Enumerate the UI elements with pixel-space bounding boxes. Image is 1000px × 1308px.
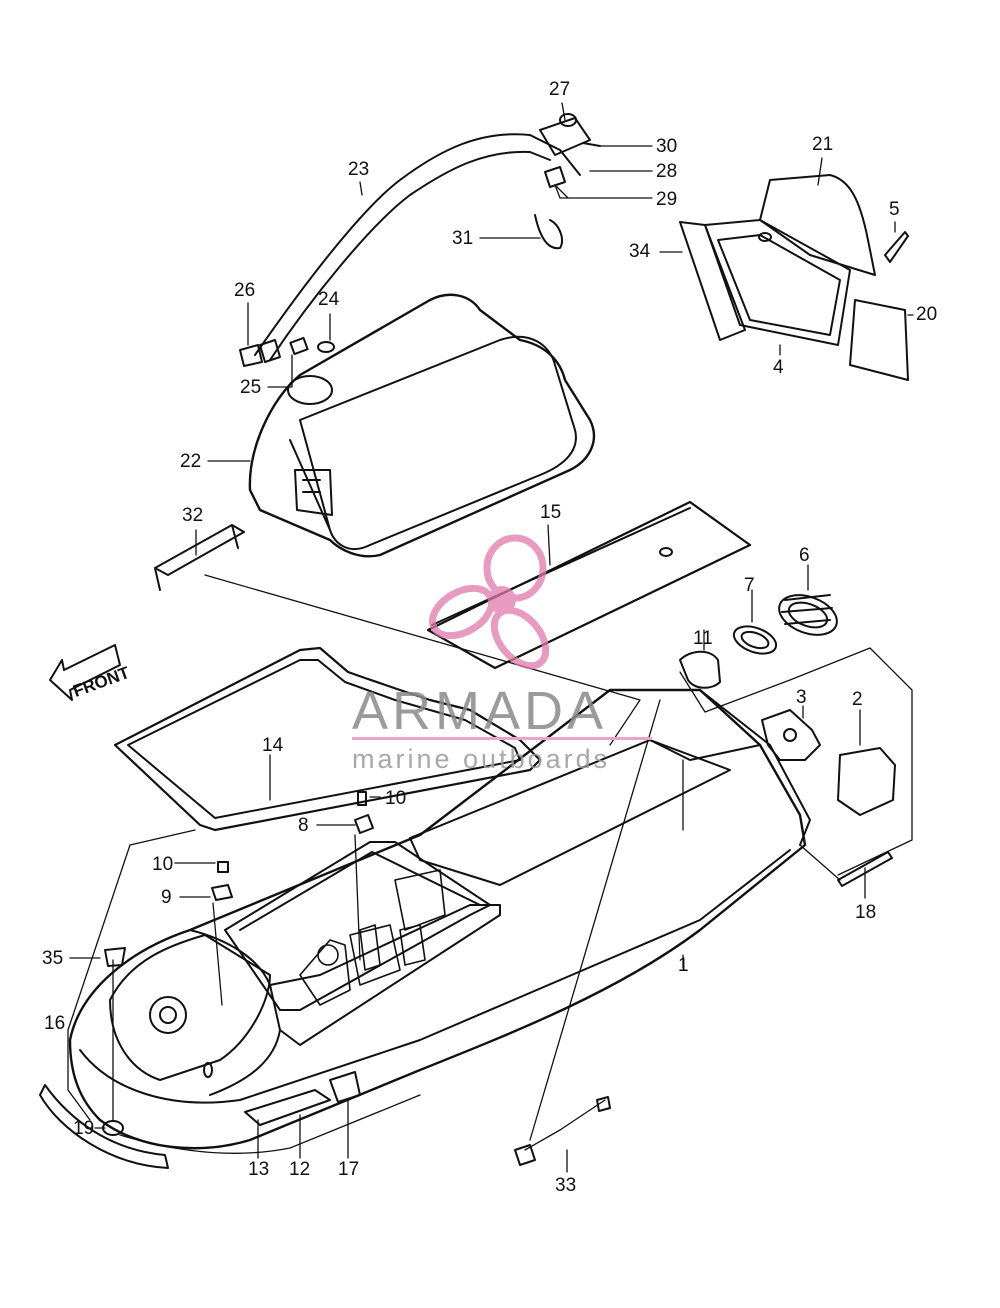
callout-5: 5 bbox=[889, 199, 900, 220]
callout-14: 14 bbox=[262, 735, 284, 756]
callout-8: 8 bbox=[298, 815, 309, 836]
callout-28: 28 bbox=[656, 161, 678, 182]
callout-34: 34 bbox=[629, 241, 651, 262]
callout-10b: 10 bbox=[385, 788, 407, 809]
callout-13: 13 bbox=[248, 1159, 270, 1180]
front-arrow bbox=[49, 644, 121, 701]
callout-32: 32 bbox=[182, 505, 204, 526]
callout-10a: 10 bbox=[152, 854, 174, 875]
watermark-title: ARMADA bbox=[352, 681, 608, 741]
watermark-subtitle: marine outboards bbox=[352, 744, 611, 774]
fasteners-top bbox=[289, 113, 601, 356]
callout-19: 19 bbox=[73, 1118, 95, 1139]
engine-cover bbox=[248, 293, 596, 558]
cover-panel-parts bbox=[679, 174, 909, 381]
callout-1: 1 bbox=[678, 955, 689, 976]
callout-2: 2 bbox=[852, 689, 863, 710]
callout-4: 4 bbox=[773, 357, 784, 378]
callout-35: 35 bbox=[42, 948, 64, 969]
leader-lines bbox=[67, 102, 914, 1173]
callout-29: 29 bbox=[656, 189, 678, 210]
callout-6: 6 bbox=[799, 545, 810, 566]
callout-11: 11 bbox=[693, 628, 713, 649]
deck-mat bbox=[426, 500, 752, 670]
callout-3: 3 bbox=[796, 687, 807, 708]
callout-24: 24 bbox=[318, 289, 340, 310]
callout-27: 27 bbox=[549, 79, 571, 100]
watermark-logo-icon bbox=[429, 534, 550, 670]
callout-7: 7 bbox=[744, 575, 755, 596]
callout-18: 18 bbox=[855, 902, 877, 923]
callout-12: 12 bbox=[289, 1159, 311, 1180]
handle-pole bbox=[239, 133, 581, 367]
callout-21: 21 bbox=[812, 134, 834, 155]
pins bbox=[102, 524, 893, 1166]
callout-33: 33 bbox=[555, 1175, 577, 1196]
callout-31: 31 bbox=[452, 228, 474, 249]
callout-22: 22 bbox=[180, 451, 202, 472]
watermark-divider bbox=[352, 737, 652, 740]
front-label: FRONT bbox=[70, 663, 132, 701]
callout-26: 26 bbox=[234, 280, 256, 301]
callout-9: 9 bbox=[161, 887, 172, 908]
callout-20: 20 bbox=[916, 304, 938, 325]
callout-16: 16 bbox=[44, 1013, 66, 1034]
hull bbox=[39, 688, 811, 1169]
callout-17: 17 bbox=[338, 1159, 360, 1180]
gasket bbox=[113, 646, 542, 832]
callout-23: 23 bbox=[348, 159, 370, 180]
callout-15: 15 bbox=[540, 502, 562, 523]
callout-30: 30 bbox=[656, 136, 678, 157]
callout-25: 25 bbox=[240, 377, 262, 398]
small-parts-right bbox=[679, 594, 896, 816]
